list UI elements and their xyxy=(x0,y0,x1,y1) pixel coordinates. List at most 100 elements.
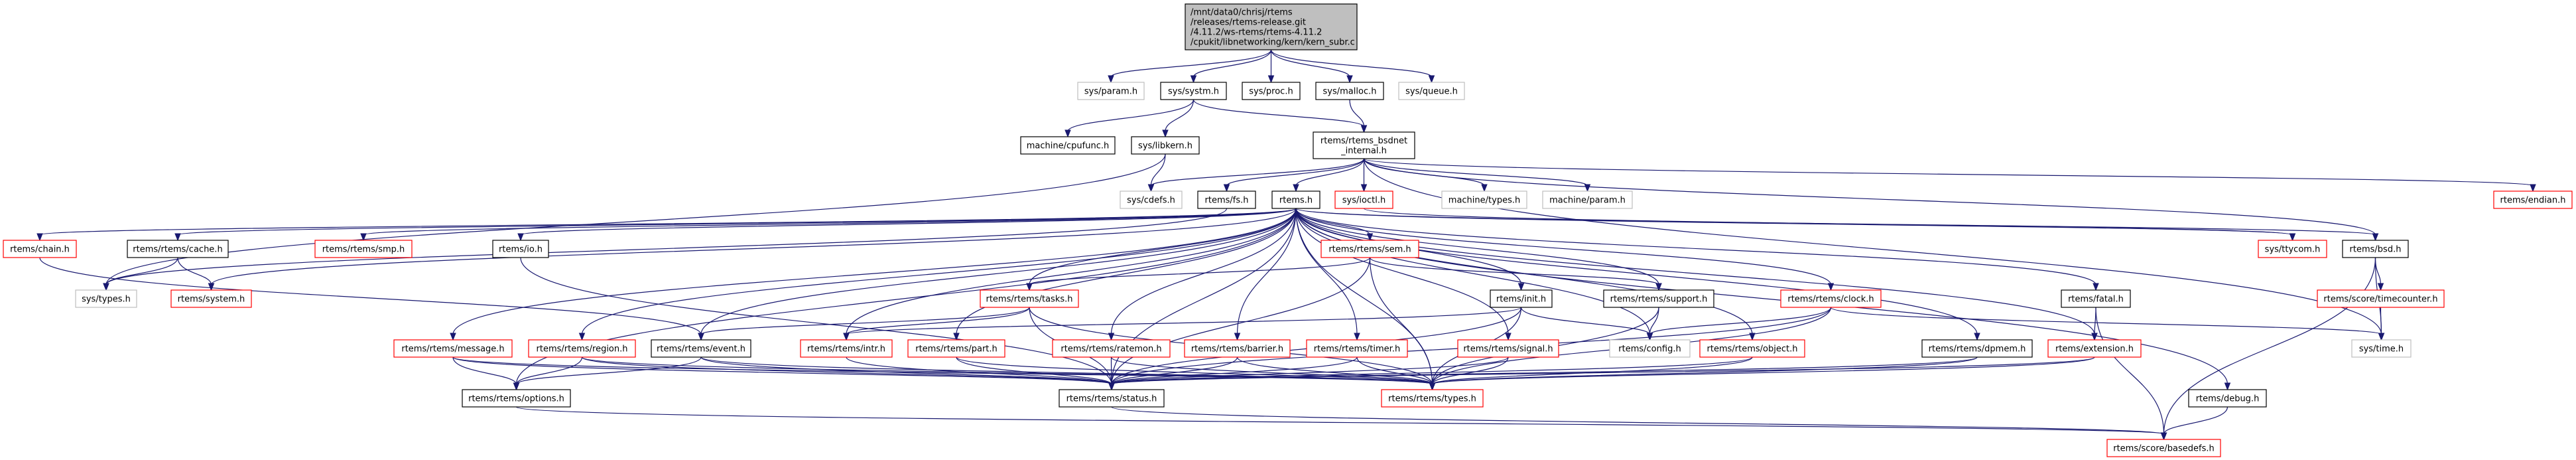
node-machine_cpufunc[interactable]: machine/cpufunc.h xyxy=(1020,136,1116,155)
edge-line xyxy=(1295,208,1659,285)
edge-line xyxy=(956,356,1433,385)
node-rtems_system[interactable]: rtems/system.h xyxy=(170,289,252,308)
node-object[interactable]: rtems/rtems/object.h xyxy=(1699,339,1805,358)
node-rtems_debug[interactable]: rtems/debug.h xyxy=(2188,389,2267,408)
edge-line xyxy=(1110,49,1272,78)
edge-line xyxy=(2163,406,2228,435)
node-status[interactable]: rtems/rtems/status.h xyxy=(1059,389,1165,408)
arrowhead-icon xyxy=(578,333,586,341)
edge-line xyxy=(452,356,1112,385)
node-barrier[interactable]: rtems/rtems/barrier.h xyxy=(1184,339,1291,358)
edge-line xyxy=(1349,99,1365,127)
node-signal[interactable]: rtems/rtems/signal.h xyxy=(1457,339,1559,358)
node-label: rtems/debug.h xyxy=(2196,394,2260,404)
node-part[interactable]: rtems/rtems/part.h xyxy=(907,339,1005,358)
arrowhead-icon xyxy=(2160,432,2167,441)
node-rtems_endian[interactable]: rtems/endian.h xyxy=(2493,191,2573,209)
edge-line xyxy=(846,307,1030,335)
edge-root-to-sys_malloc xyxy=(1270,49,1353,84)
node-sys_malloc[interactable]: sys/malloc.h xyxy=(1315,82,1384,100)
node-box xyxy=(1457,339,1559,358)
edge-line xyxy=(1111,356,1753,385)
edge-line xyxy=(846,307,1522,335)
node-rtems_io[interactable]: rtems/io.h xyxy=(492,240,549,258)
node-label: rtems/rtems/object.h xyxy=(1707,345,1798,354)
node-rtems_bsd[interactable]: rtems/bsd.h xyxy=(2342,240,2409,258)
node-timer[interactable]: rtems/rtems/timer.h xyxy=(1306,339,1408,358)
arrowhead-icon xyxy=(208,283,215,291)
arrowhead-icon xyxy=(1147,184,1155,192)
node-sys_systm[interactable]: sys/systm.h xyxy=(1160,82,1227,100)
edge-line xyxy=(1363,158,2382,335)
node-label: rtems/rtems_bsdnet xyxy=(1320,136,1407,146)
node-label: sys/proc.h xyxy=(1249,87,1293,97)
arrowhead-icon xyxy=(513,382,520,391)
node-label: rtems/rtems/intr.h xyxy=(807,345,885,354)
node-cache[interactable]: rtems/rtems/cache.h xyxy=(127,240,229,258)
edge-rtems_debug-to-basedefs xyxy=(2160,406,2228,441)
node-region[interactable]: rtems/rtems/region.h xyxy=(528,339,636,358)
node-label: sys/malloc.h xyxy=(1323,87,1377,97)
node-rtems_fatal[interactable]: rtems/fatal.h xyxy=(2061,289,2131,308)
node-options[interactable]: rtems/rtems/options.h xyxy=(462,389,571,408)
node-event[interactable]: rtems/rtems/event.h xyxy=(651,339,751,358)
node-label: /4.11.2/ws-rtems/rtems-4.11.2 xyxy=(1191,28,1322,38)
node-box xyxy=(800,339,893,358)
node-label: rtems/rtems/types.h xyxy=(1388,394,1476,404)
node-box xyxy=(1603,289,1714,308)
node-ratemon[interactable]: rtems/rtems/ratemon.h xyxy=(1052,339,1171,358)
node-dpmem[interactable]: rtems/rtems/dpmem.h xyxy=(1921,339,2033,358)
node-sys_proc[interactable]: sys/proc.h xyxy=(1242,82,1301,100)
node-box xyxy=(1120,191,1183,209)
node-machine_types[interactable]: machine/types.h xyxy=(1441,191,1527,209)
node-support[interactable]: rtems/rtems/support.h xyxy=(1603,289,1714,308)
node-label: rtems/rtems/clock.h xyxy=(1787,295,1874,305)
edge-line xyxy=(1111,257,1371,385)
node-extension[interactable]: rtems/extension.h xyxy=(2047,339,2142,358)
node-bsdnet_internal[interactable]: rtems/rtems_bsdnet_internal.h xyxy=(1313,131,1415,159)
node-timecounter[interactable]: rtems/score/timecounter.h xyxy=(2317,289,2445,308)
arrowhead-icon xyxy=(2530,184,2536,192)
node-label: rtems/rtems/dpmem.h xyxy=(1929,345,2026,354)
node-clock[interactable]: rtems/rtems/clock.h xyxy=(1780,289,1882,308)
node-label: rtems/score/basedefs.h xyxy=(2113,444,2215,454)
node-intr[interactable]: rtems/rtems/intr.h xyxy=(800,339,893,358)
node-rtems_chain[interactable]: rtems/chain.h xyxy=(3,240,77,258)
edge-bsdnet_internal-to-rtems_endian xyxy=(1363,158,2536,192)
node-smp[interactable]: rtems/rtems/smp.h xyxy=(314,240,413,258)
node-sys_cdefs[interactable]: sys/cdefs.h xyxy=(1120,191,1183,209)
node-sys_ttycom[interactable]: sys/ttycom.h xyxy=(2258,240,2327,258)
node-rtems_h[interactable]: rtems.h xyxy=(1271,191,1320,209)
node-label: rtems/rtems/support.h xyxy=(1610,295,1708,305)
edge-line xyxy=(1029,257,1371,285)
node-sys_libkern[interactable]: sys/libkern.h xyxy=(1131,136,1200,155)
edge-rtems_io-to-status xyxy=(520,257,1115,391)
node-sys_queue[interactable]: sys/queue.h xyxy=(1398,82,1465,100)
node-basedefs[interactable]: rtems/score/basedefs.h xyxy=(2106,439,2221,457)
node-rtems_fs[interactable]: rtems/fs.h xyxy=(1197,191,1256,209)
node-label: rtems/fs.h xyxy=(1205,196,1249,206)
node-label: rtems/chain.h xyxy=(10,245,70,255)
edge-rtems_h-to-smp xyxy=(360,208,1297,242)
edge-line xyxy=(700,356,1433,385)
node-rtypes[interactable]: rtems/rtems/types.h xyxy=(1381,389,1484,408)
edge-line xyxy=(1192,49,1272,78)
node-machine_param[interactable]: machine/param.h xyxy=(1542,191,1633,209)
edge-root-to-sys_param xyxy=(1108,49,1272,84)
node-sem[interactable]: rtems/rtems/sem.h xyxy=(1320,240,1419,258)
node-sys_param[interactable]: sys/param.h xyxy=(1077,82,1145,100)
edge-line xyxy=(105,257,178,285)
node-rtems_config[interactable]: rtems/config.h xyxy=(1609,339,1691,358)
node-sys_time[interactable]: sys/time.h xyxy=(2351,339,2412,358)
edge-tasks-to-event xyxy=(698,307,1030,341)
edge-line xyxy=(1363,158,1485,187)
node-message[interactable]: rtems/rtems/message.h xyxy=(393,339,513,358)
node-box xyxy=(1271,191,1320,209)
node-box xyxy=(1609,339,1691,358)
node-tasks[interactable]: rtems/rtems/tasks.h xyxy=(980,289,1079,308)
node-sys_types[interactable]: sys/types.h xyxy=(75,289,137,308)
node-sys_ioctl[interactable]: sys/ioctl.h xyxy=(1334,191,1393,209)
node-rtems_init[interactable]: rtems/init.h xyxy=(1490,289,1553,308)
edge-line xyxy=(105,153,1166,285)
node-label: sys/libkern.h xyxy=(1138,141,1192,151)
